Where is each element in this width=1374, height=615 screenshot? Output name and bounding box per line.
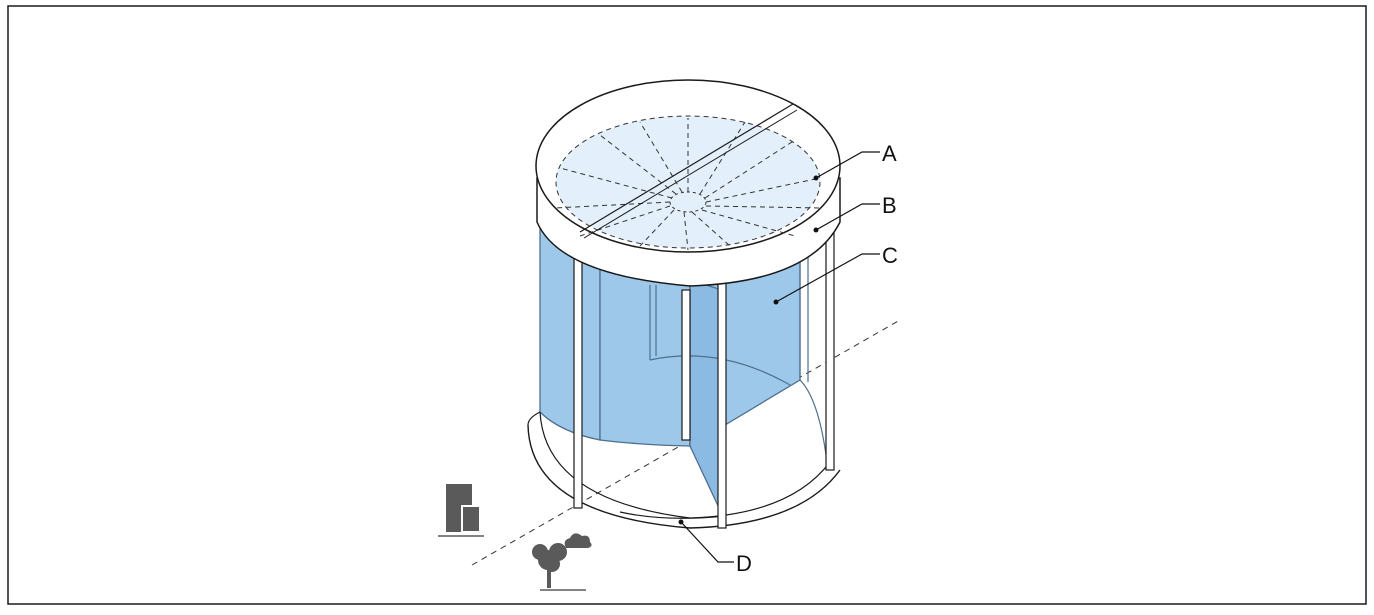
tree-and-cloud-icon [532,533,592,591]
callout-d: D [678,519,752,576]
canopy-diagonal [579,103,794,233]
label-c: C [882,243,898,268]
post-front [717,257,727,529]
post-left [573,231,583,509]
post-right [825,221,835,471]
callout-c: C [773,243,898,305]
canopy-spokes [554,118,823,251]
label-d: D [736,551,752,576]
label-a: A [882,141,897,166]
door-wing-back [599,261,691,447]
callout-b: B [813,193,897,233]
door-wing-front [689,279,723,511]
post-center [681,289,691,441]
floor-ring-outer [527,424,841,529]
canopy-hub [669,191,707,213]
building-icon [438,484,484,537]
callout-a: A [813,141,897,181]
diagram-frame [7,5,1367,605]
label-b: B [882,193,897,218]
